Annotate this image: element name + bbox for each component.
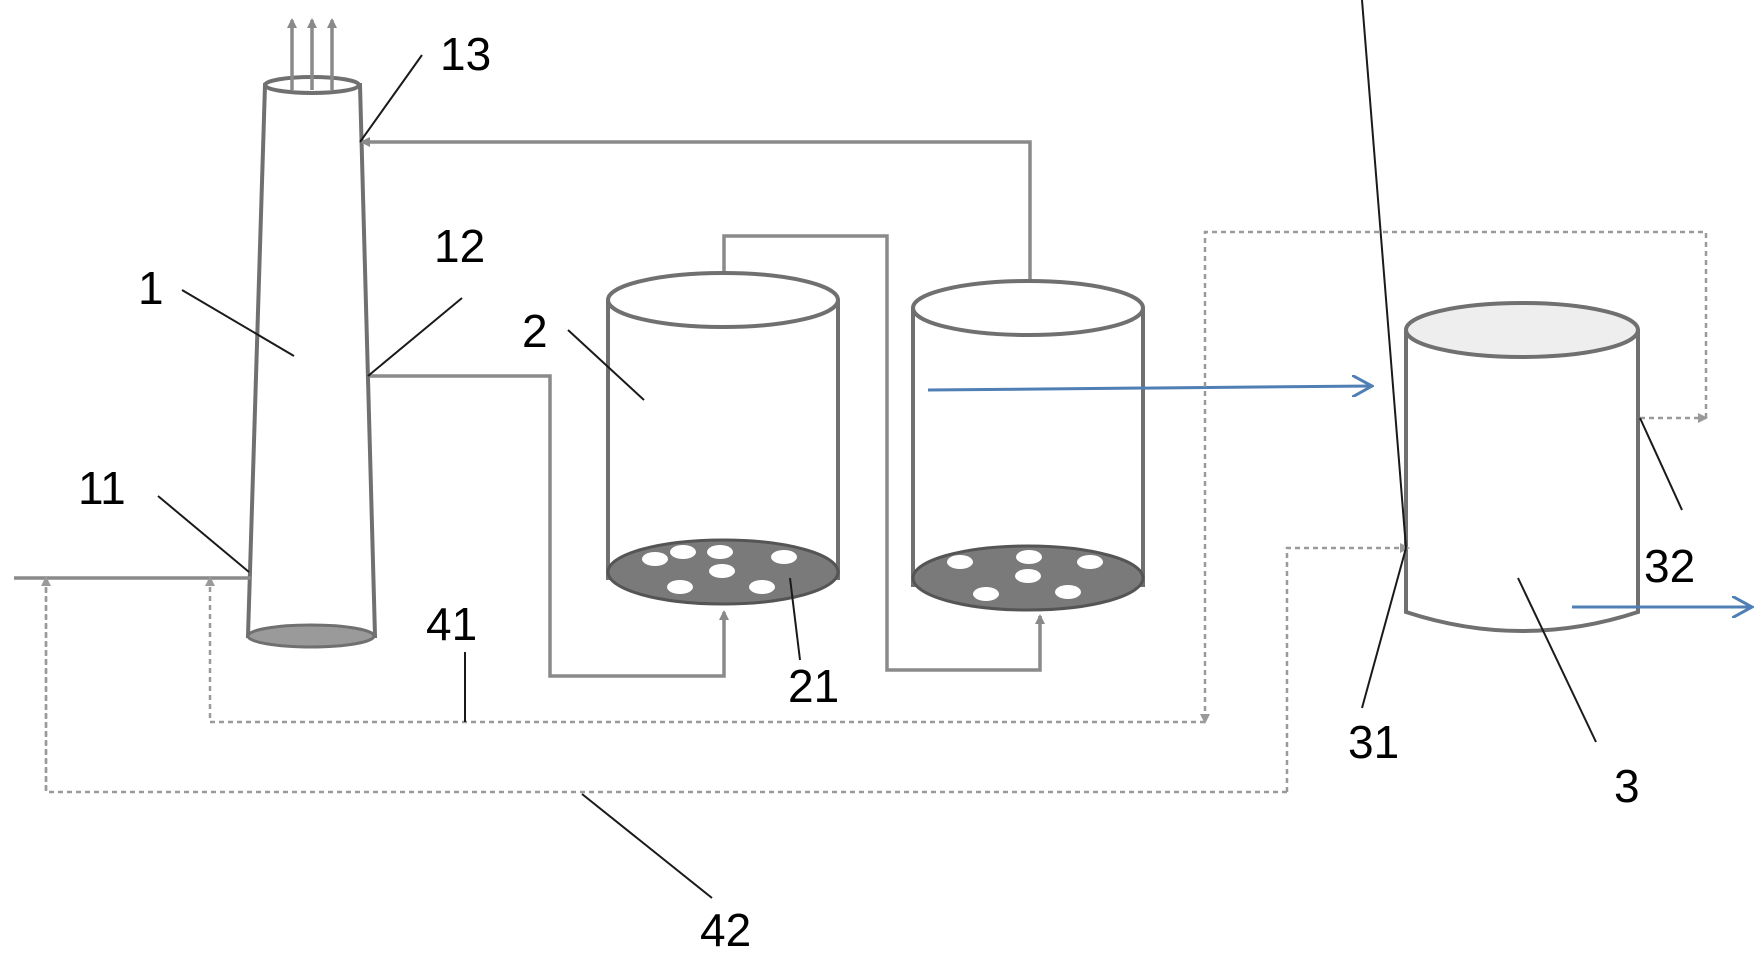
leader-31b xyxy=(1362,548,1406,708)
label-13: 13 xyxy=(440,28,491,80)
label-31: 31 xyxy=(1348,716,1399,768)
label-41: 41 xyxy=(426,598,477,650)
absorber-2 xyxy=(608,273,838,604)
leader-13 xyxy=(360,55,422,142)
label-1: 1 xyxy=(138,262,164,314)
label-42: 42 xyxy=(700,904,751,956)
leader-32 xyxy=(1640,418,1682,510)
label-12: 12 xyxy=(434,220,485,272)
label-32: 32 xyxy=(1644,540,1695,592)
recycle-line-42-return xyxy=(46,578,1287,792)
leader-12 xyxy=(368,298,462,376)
label-3: 3 xyxy=(1614,760,1640,812)
tower-1 xyxy=(248,77,375,647)
leader-31 xyxy=(1362,0,1406,548)
label-2: 2 xyxy=(522,305,548,357)
absorber-second-vessel xyxy=(913,281,1143,610)
leader-42 xyxy=(582,794,712,898)
label-21: 21 xyxy=(788,660,839,712)
leader-11 xyxy=(158,496,249,572)
label-11: 11 xyxy=(78,462,126,514)
separator-3 xyxy=(1406,303,1638,631)
